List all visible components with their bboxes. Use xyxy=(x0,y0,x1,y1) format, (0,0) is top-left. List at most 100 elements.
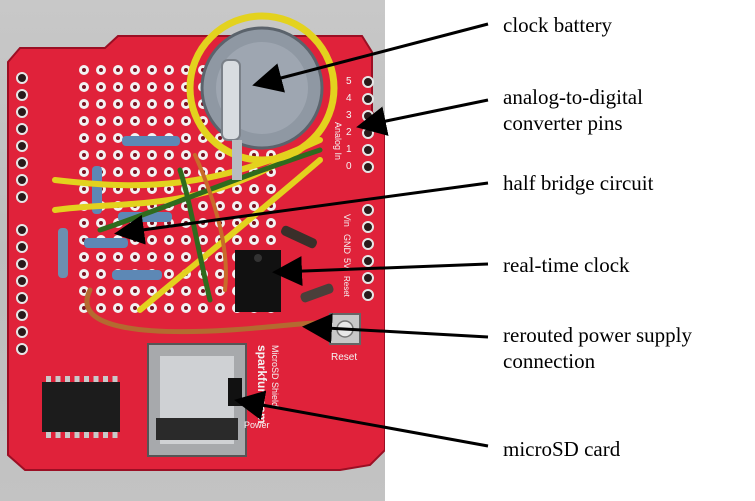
protoboard-hole xyxy=(218,289,222,293)
header-pin xyxy=(16,309,28,321)
protoboard-hole xyxy=(82,272,86,276)
silk-vin: Vin xyxy=(342,214,352,227)
protoboard-hole xyxy=(150,238,154,242)
protoboard-hole xyxy=(167,255,171,259)
header-pin xyxy=(16,140,28,152)
protoboard-hole xyxy=(201,306,205,310)
chip-leg xyxy=(46,432,51,438)
protoboard-hole xyxy=(235,238,239,242)
silk-pin-3: 3 xyxy=(346,110,352,121)
protoboard-hole xyxy=(218,272,222,276)
protoboard-hole xyxy=(116,136,120,140)
protoboard-hole xyxy=(167,187,171,191)
protoboard-hole xyxy=(201,136,205,140)
protoboard-hole xyxy=(82,187,86,191)
protoboard-hole xyxy=(167,306,171,310)
chip-leg xyxy=(103,432,108,438)
protoboard-hole xyxy=(184,221,188,225)
microsd-shield-board: Analog In 5 4 3 2 1 0 Vin GND 5V Reset R… xyxy=(7,12,385,471)
protoboard-hole xyxy=(252,204,256,208)
protoboard-hole xyxy=(218,153,222,157)
microsd-socket xyxy=(147,343,247,457)
silk-pin-1: 1 xyxy=(346,144,352,155)
silk-brand: sparkfun.com xyxy=(255,345,269,424)
protoboard-hole xyxy=(82,170,86,174)
protoboard-hole xyxy=(116,85,120,89)
header-pin xyxy=(362,238,374,250)
header-pin xyxy=(16,191,28,203)
protoboard-hole xyxy=(150,153,154,157)
header-pin xyxy=(16,258,28,270)
header-pin xyxy=(16,89,28,101)
protoboard-hole xyxy=(133,102,137,106)
header-pin xyxy=(16,343,28,355)
protoboard-hole xyxy=(116,153,120,157)
protoboard-hole xyxy=(184,289,188,293)
protoboard-hole xyxy=(201,289,205,293)
label-line: connection xyxy=(503,349,596,373)
protoboard-hole xyxy=(218,255,222,259)
protoboard-hole xyxy=(150,102,154,106)
header-pin xyxy=(16,326,28,338)
silk-pin-2: 2 xyxy=(346,127,352,138)
protoboard-hole xyxy=(235,221,239,225)
protoboard-hole xyxy=(133,153,137,157)
protoboard-hole xyxy=(82,119,86,123)
chip-leg xyxy=(74,432,80,438)
protoboard-hole xyxy=(99,119,103,123)
protoboard-hole xyxy=(269,238,273,242)
label-microsd: microSD card xyxy=(503,436,620,462)
protoboard-hole xyxy=(133,238,137,242)
protoboard-hole xyxy=(184,255,188,259)
chip-leg xyxy=(74,376,80,382)
protoboard-hole xyxy=(184,102,188,106)
silk-power: Power xyxy=(244,420,270,430)
header-pin xyxy=(16,72,28,84)
protoboard-hole xyxy=(133,119,137,123)
protoboard-hole xyxy=(99,136,103,140)
silk-analog-in: Analog In xyxy=(333,122,343,160)
label-adc-pins: analog-to-digital converter pins xyxy=(503,84,643,136)
protoboard-hole xyxy=(99,306,103,310)
header-pin xyxy=(16,241,28,253)
label-line: analog-to-digital xyxy=(503,85,643,109)
protoboard-hole xyxy=(167,68,171,72)
reset-button xyxy=(329,313,361,345)
protoboard-hole xyxy=(235,187,239,191)
protoboard-hole xyxy=(167,238,171,242)
label-line: rerouted power supply xyxy=(503,323,692,347)
protoboard-hole xyxy=(99,221,103,225)
protoboard-hole xyxy=(82,68,86,72)
header-pin xyxy=(362,144,374,156)
header-pin xyxy=(16,123,28,135)
protoboard-hole xyxy=(269,170,273,174)
protoboard-hole xyxy=(150,170,154,174)
protoboard-hole xyxy=(201,204,205,208)
header-pin xyxy=(362,161,374,173)
silk-microsd-shield: MicroSD Shield xyxy=(270,345,280,407)
protoboard-hole xyxy=(218,136,222,140)
label-half-bridge: half bridge circuit xyxy=(503,170,653,196)
header-pin xyxy=(16,157,28,169)
label-rtc: real-time clock xyxy=(503,252,630,278)
protoboard-hole xyxy=(218,204,222,208)
protoboard-hole xyxy=(235,204,239,208)
silk-5v: 5V xyxy=(342,258,352,269)
protoboard-hole xyxy=(184,238,188,242)
protoboard-hole xyxy=(133,255,137,259)
chip-leg xyxy=(112,432,118,438)
protoboard-hole xyxy=(184,136,188,140)
silk-reset-small: Reset xyxy=(342,276,351,298)
protoboard-hole xyxy=(269,221,273,225)
protoboard-hole xyxy=(150,306,154,310)
protoboard-hole xyxy=(184,119,188,123)
label-line: clock battery xyxy=(503,13,613,37)
label-line: converter pins xyxy=(503,111,623,135)
protoboard-hole xyxy=(150,119,154,123)
protoboard-hole xyxy=(201,221,205,225)
header-pin xyxy=(362,221,374,233)
protoboard-hole xyxy=(82,102,86,106)
protoboard-hole xyxy=(167,119,171,123)
protoboard-hole xyxy=(133,289,137,293)
protoboard-hole xyxy=(184,68,188,72)
